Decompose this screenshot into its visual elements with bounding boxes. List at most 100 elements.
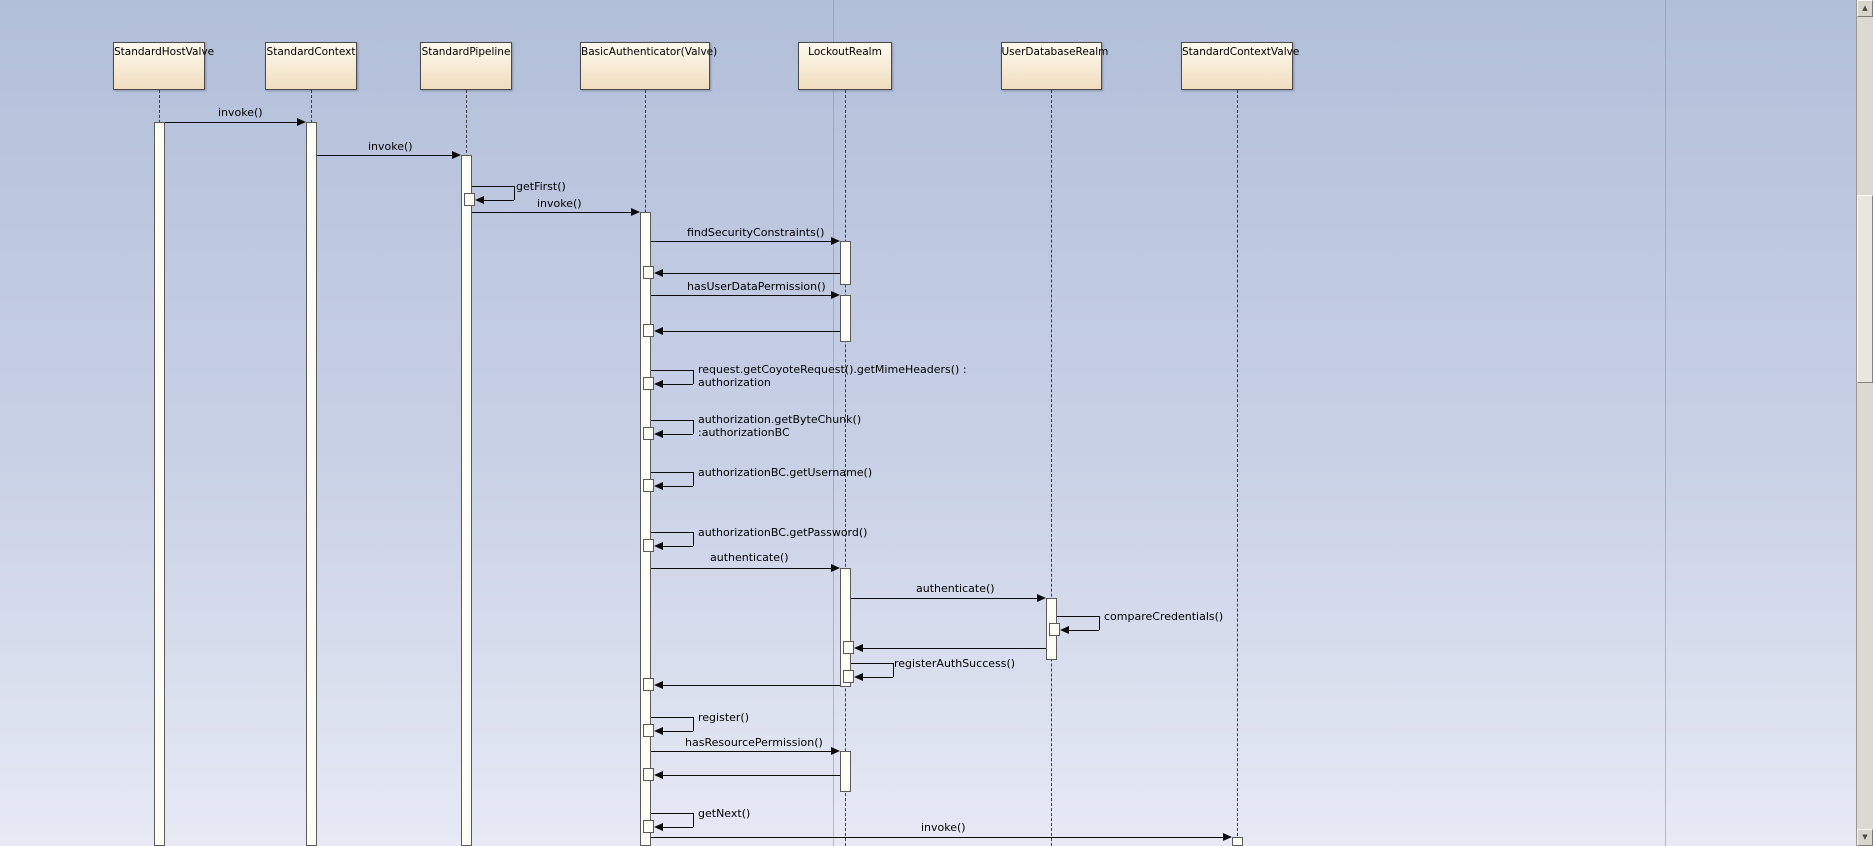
message-label-line: getNext() <box>698 807 751 820</box>
arrowhead-icon <box>654 380 663 388</box>
self-message-out-line[interactable] <box>851 663 893 664</box>
self-message-back-line[interactable] <box>663 434 693 435</box>
self-message-back-line[interactable] <box>663 486 693 487</box>
nested-activation[interactable] <box>643 724 654 737</box>
scrollbar-thumb[interactable] <box>1857 195 1873 383</box>
nested-activation[interactable] <box>643 479 654 492</box>
nested-activation[interactable] <box>643 377 654 390</box>
message-label[interactable]: invoke() <box>537 197 582 210</box>
call-message-line[interactable] <box>651 241 831 242</box>
return-message-line[interactable] <box>863 648 1046 649</box>
activation-bar-basic-authenticator[interactable] <box>640 212 651 846</box>
arrowhead-icon <box>831 237 840 245</box>
nested-activation[interactable] <box>643 266 654 279</box>
activation-bar-standard-pipeline[interactable] <box>461 155 472 846</box>
return-message-line[interactable] <box>663 331 840 332</box>
self-message-back-line[interactable] <box>663 546 693 547</box>
self-message-vertical-line <box>693 717 694 731</box>
self-message-out-line[interactable] <box>1057 616 1099 617</box>
message-label[interactable]: authenticate() <box>916 582 995 595</box>
activation-bar-standard-host-valve[interactable] <box>154 122 165 846</box>
nested-activation[interactable] <box>643 820 654 833</box>
message-label[interactable]: authenticate() <box>710 551 789 564</box>
call-message-line[interactable] <box>651 295 831 296</box>
self-message-out-line[interactable] <box>651 370 693 371</box>
page-break-line <box>1665 0 1666 846</box>
nested-activation[interactable] <box>843 670 854 683</box>
call-message-line[interactable] <box>651 568 831 569</box>
self-message-back-line[interactable] <box>863 677 893 678</box>
arrowhead-icon <box>1060 626 1069 634</box>
nested-activation[interactable] <box>643 539 654 552</box>
self-message-back-line[interactable] <box>484 200 514 201</box>
message-label[interactable]: getNext() <box>698 807 750 820</box>
lifeline-head-standard-context-valve[interactable]: StandardContextValve <box>1181 42 1299 90</box>
message-label[interactable]: request.getCoyoteRequest().getMimeHeader… <box>698 363 967 389</box>
message-label[interactable]: invoke() <box>368 140 413 153</box>
activation-bar-standard-context-valve[interactable] <box>1232 837 1243 846</box>
arrowhead-icon <box>654 681 663 689</box>
vertical-scrollbar[interactable]: ▲ ▼ <box>1856 0 1873 846</box>
message-label[interactable]: hasUserDataPermission() <box>687 280 826 293</box>
message-label[interactable]: registerAuthSuccess() <box>894 657 1015 670</box>
call-message-line[interactable] <box>317 155 452 156</box>
lifeline-head-user-database-realm[interactable]: UserDatabaseRealm <box>1000 42 1108 90</box>
self-message-out-line[interactable] <box>472 186 514 187</box>
lifeline-head-standard-pipeline[interactable]: StandardPipeline <box>420 42 512 90</box>
lifeline-head-basic-authenticator[interactable]: BasicAuthenticator(Valve) <box>580 42 717 90</box>
return-message-line[interactable] <box>663 685 840 686</box>
self-message-out-line[interactable] <box>651 472 693 473</box>
call-message-line[interactable] <box>472 212 631 213</box>
nested-activation[interactable] <box>643 768 654 781</box>
message-label-line: getFirst() <box>516 180 566 193</box>
self-message-out-line[interactable] <box>651 420 693 421</box>
message-label[interactable]: compareCredentials() <box>1104 610 1223 623</box>
lifeline-head-standard-context[interactable]: StandardContext <box>265 42 357 90</box>
arrowhead-icon <box>854 673 863 681</box>
self-message-out-line[interactable] <box>651 532 693 533</box>
message-label[interactable]: hasResourcePermission() <box>685 736 823 749</box>
nested-activation[interactable] <box>643 678 654 691</box>
arrowhead-icon <box>831 747 840 755</box>
arrowhead-icon <box>654 727 663 735</box>
lifeline-standard-context-valve <box>1237 90 1238 846</box>
activation-bar-lockout-realm[interactable] <box>840 751 851 792</box>
arrowhead-icon <box>854 644 863 652</box>
activation-bar-lockout-realm[interactable] <box>840 295 851 342</box>
call-message-line[interactable] <box>651 751 831 752</box>
message-label[interactable]: findSecurityConstraints() <box>687 226 825 239</box>
arrowhead-icon <box>831 564 840 572</box>
message-label[interactable]: invoke() <box>921 821 966 834</box>
message-label[interactable]: register() <box>698 711 749 724</box>
activation-bar-lockout-realm[interactable] <box>840 568 851 687</box>
self-message-back-line[interactable] <box>663 827 693 828</box>
lifeline-label: StandardHostValve <box>114 46 215 58</box>
call-message-line[interactable] <box>165 122 297 123</box>
call-message-line[interactable] <box>651 837 1223 838</box>
lifeline-head-standard-host-valve[interactable]: StandardHostValve <box>113 42 215 90</box>
nested-activation[interactable] <box>464 193 475 206</box>
self-message-back-line[interactable] <box>1069 630 1099 631</box>
message-label[interactable]: authorization.getByteChunk():authorizati… <box>698 413 861 439</box>
return-message-line[interactable] <box>663 273 840 274</box>
activation-bar-standard-context[interactable] <box>306 122 317 846</box>
message-label[interactable]: authorizationBC.getPassword() <box>698 526 867 539</box>
message-label[interactable]: getFirst() <box>516 180 566 193</box>
self-message-back-line[interactable] <box>663 384 693 385</box>
nested-activation[interactable] <box>1049 623 1060 636</box>
message-label[interactable]: authorizationBC.getUsername() <box>698 466 872 479</box>
self-message-vertical-line <box>693 813 694 827</box>
return-message-line[interactable] <box>663 775 840 776</box>
lifeline-head-lockout-realm[interactable]: LockoutRealm <box>798 42 892 90</box>
nested-activation[interactable] <box>643 427 654 440</box>
activation-bar-lockout-realm[interactable] <box>840 241 851 285</box>
self-message-out-line[interactable] <box>651 813 693 814</box>
self-message-out-line[interactable] <box>651 717 693 718</box>
nested-activation[interactable] <box>843 641 854 654</box>
message-label[interactable]: invoke() <box>218 106 263 119</box>
nested-activation[interactable] <box>643 324 654 337</box>
call-message-line[interactable] <box>851 598 1037 599</box>
scroll-down-button[interactable]: ▼ <box>1857 829 1873 846</box>
scroll-up-button[interactable]: ▲ <box>1857 0 1873 17</box>
self-message-back-line[interactable] <box>663 731 693 732</box>
